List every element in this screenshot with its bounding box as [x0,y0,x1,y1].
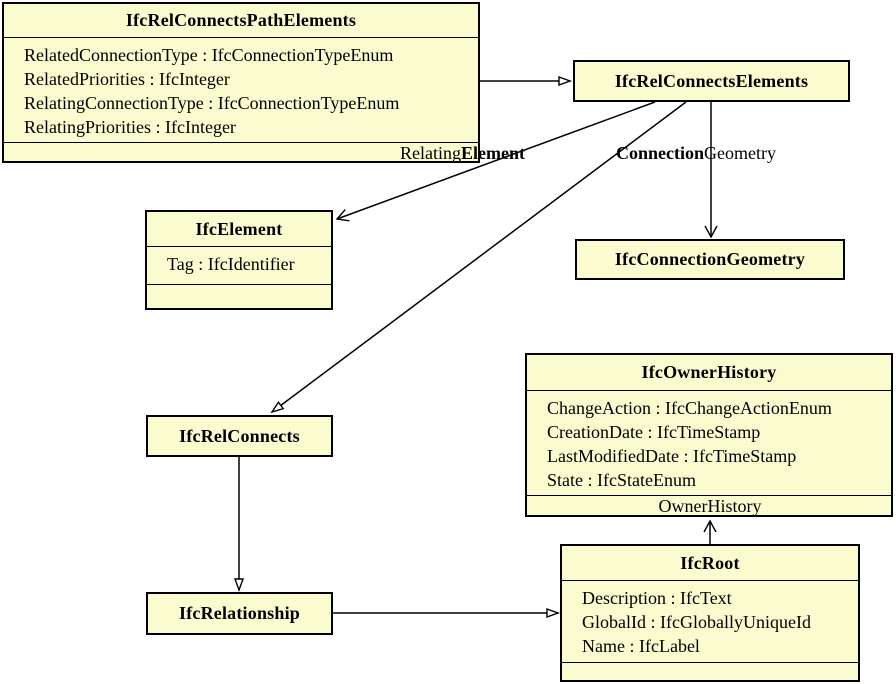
class-attribute: Description : IfcText [582,588,732,608]
class-operations-empty [562,663,858,680]
class-attribute: GlobalId : IfcGloballyUniqueId [582,612,811,632]
class-title: IfcRelationship [178,603,300,623]
class-attributes: Description : IfcText GlobalId : IfcGlob… [562,581,858,663]
class-operations-empty [147,285,331,308]
class-attribute: ChangeAction : IfcChangeActionEnum [547,398,832,418]
edge-label-relatingelement: RelatingElement [400,143,525,163]
edge-label-ownerhistory: OwnerHistory [658,496,762,516]
class-ifcownerhistory: IfcOwnerHistory ChangeAction : IfcChange… [525,353,893,517]
class-title: IfcElement [147,212,331,247]
class-attribute: LastModifiedDate : IfcTimeStamp [547,446,797,466]
class-ifcrelationship: IfcRelationship [146,592,333,635]
class-attribute: CreationDate : IfcTimeStamp [547,422,761,442]
class-ifcrelconnects: IfcRelConnects [146,415,333,457]
class-attributes: RelatedConnectionType : IfcConnectionTyp… [4,38,478,143]
class-ifcconnectiongeometry: IfcConnectionGeometry [575,239,845,280]
class-ifcroot: IfcRoot Description : IfcText GlobalId :… [560,544,860,682]
class-attributes: ChangeAction : IfcChangeActionEnum Creat… [527,391,891,496]
class-title: IfcOwnerHistory [527,355,891,391]
class-title: IfcConnectionGeometry [614,249,806,269]
class-ifcrelconnectspathelements: IfcRelConnectsPathElements RelatedConnec… [2,2,480,163]
class-attribute: RelatingConnectionType : IfcConnectionTy… [24,93,400,113]
class-attribute: RelatedConnectionType : IfcConnectionTyp… [24,45,394,65]
class-attribute: Tag : IfcIdentifier [167,254,295,274]
class-attribute: RelatedPriorities : IfcInteger [24,69,230,89]
class-ifcrelconnectselements: IfcRelConnectsElements [573,60,850,102]
class-title: IfcRelConnectsElements [614,70,809,91]
class-attribute: Name : IfcLabel [582,636,700,656]
edge-label-connectiongeometry: ConnectionGeometry [616,143,776,163]
class-title: IfcRoot [562,546,858,581]
class-attribute: State : IfcStateEnum [547,470,696,490]
class-attribute: RelatingPriorities : IfcInteger [24,117,236,137]
class-ifcelement: IfcElement Tag : IfcIdentifier [145,210,333,310]
class-title: IfcRelConnectsPathElements [4,4,478,38]
class-attributes: Tag : IfcIdentifier [147,247,331,285]
class-title: IfcRelConnects [179,425,300,446]
